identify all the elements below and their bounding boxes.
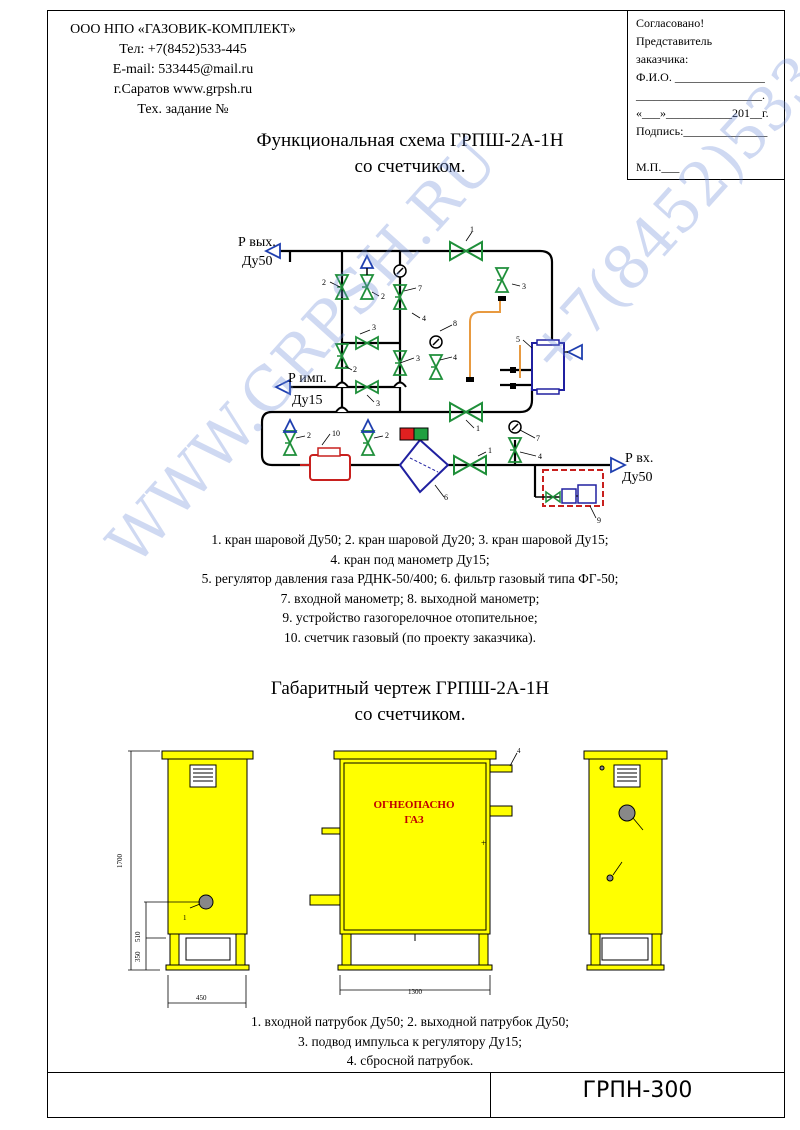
approval-box xyxy=(627,10,785,180)
approval-line: Ф.И.О. _______________ xyxy=(636,70,765,84)
drawing-title-line2: со счетчиком. xyxy=(354,704,466,725)
drawing-callout: 1 xyxy=(183,914,187,922)
p-in-dn: Ду50 xyxy=(622,470,653,485)
approval-line: М.П.___ xyxy=(636,160,680,174)
legend-line: 4. сбросной патрубок. xyxy=(346,1053,474,1068)
approval-line: заказчика: xyxy=(636,52,689,66)
callout: 9 xyxy=(597,516,601,525)
title-block-stamp xyxy=(490,1072,785,1118)
legend-line: 1. кран шаровой Ду50; 2. кран шаровой Ду… xyxy=(211,532,609,547)
legend-line: 9. устройство газогорелочное отопительно… xyxy=(282,610,538,625)
dim-height: 1700 xyxy=(116,854,124,869)
scheme-title: Функциональная схема ГРПШ-2А-1Н со счетч… xyxy=(140,128,680,180)
callout: 3 xyxy=(416,354,420,363)
callout: 4 xyxy=(538,452,542,461)
company-name: ООО НПО «ГАЗОВИК-КОМПЛЕКТ» xyxy=(70,22,296,37)
product-code: ГРПН-300 xyxy=(582,1078,693,1103)
dim-width: 1300 xyxy=(408,988,423,996)
callout: 2 xyxy=(322,278,326,287)
approval-line: Представитель xyxy=(636,34,713,48)
company-block: ООО НПО «ГАЗОВИК-КОМПЛЕКТ» Тел: +7(8452)… xyxy=(48,20,318,120)
callout: 2 xyxy=(385,431,389,440)
dim-depth: 450 xyxy=(196,994,207,1002)
callout: 1 xyxy=(488,446,492,455)
drawing-title-line1: Габаритный чертеж ГРПШ-2А-1Н xyxy=(270,678,550,699)
p-in-label: Р вх. xyxy=(625,451,653,466)
approval-line: «___»___________201__г. xyxy=(636,106,769,120)
company-site: г.Саратов www.grpsh.ru xyxy=(113,82,253,97)
drawing-title: Габаритный чертеж ГРПШ-2А-1Н со счетчико… xyxy=(140,676,680,728)
drawing-legend: 1. входной патрубок Ду50; 2. выходной па… xyxy=(110,1012,710,1071)
legend-line: 4. кран под манометр Ду15; xyxy=(330,551,490,567)
dim-base-height: 350 xyxy=(134,951,142,962)
scheme-title-line1: Функциональная схема ГРПШ-2А-1Н xyxy=(256,130,564,151)
approval-block: Согласовано! Представитель заказчика: Ф.… xyxy=(636,14,786,176)
callout: 1 xyxy=(476,424,480,433)
callout: 10 xyxy=(332,429,340,438)
title-block-divider xyxy=(47,1072,490,1073)
legend-line: 1. входной патрубок Ду50; 2. выходной па… xyxy=(251,1014,569,1029)
approval-line: _____________________. xyxy=(636,88,765,102)
dim-inlet-height: 510 xyxy=(134,931,142,942)
callout: 4 xyxy=(422,314,426,323)
callout: 7 xyxy=(418,284,422,293)
company-phone: Тел: +7(8452)533-445 xyxy=(119,42,247,57)
legend-line: 3. подвод импульса к регулятору Ду15; xyxy=(297,1033,523,1049)
svg-text:+: + xyxy=(481,838,486,848)
callout: 2 xyxy=(381,292,385,301)
company-email: E-mail: 533445@mail.ru xyxy=(112,62,254,77)
callout: 8 xyxy=(453,319,457,328)
p-imp-dn: Ду15 xyxy=(292,393,323,408)
scheme-legend: 1. кран шаровой Ду50; 2. кран шаровой Ду… xyxy=(110,530,710,647)
approval-line: Подпись:______________ xyxy=(636,124,768,138)
callout: 1 xyxy=(470,225,474,234)
callout: 2 xyxy=(307,431,311,440)
legend-line: 7. входной манометр; 8. выходной маномет… xyxy=(280,590,540,606)
legend-line: 5. регулятор давления газа РДНК-50/400; … xyxy=(201,571,619,586)
legend-line: 10. счетчик газовый (по проекту заказчик… xyxy=(283,629,537,645)
callout: 4 xyxy=(453,353,457,362)
p-out-dn: Ду50 xyxy=(242,254,273,269)
drawing-callout: 4 xyxy=(517,747,521,755)
p-imp-label: Р имп. xyxy=(288,371,327,386)
scheme-title-line2: со счетчиком. xyxy=(354,156,466,177)
callout: 2 xyxy=(353,365,357,374)
callout: 3 xyxy=(522,282,526,291)
tech-task: Тех. задание № xyxy=(137,102,229,117)
drawing-frame xyxy=(47,10,785,1118)
callout: 3 xyxy=(376,399,380,408)
callout: 5 xyxy=(516,335,520,344)
warning-line2: ГАЗ xyxy=(404,814,423,826)
warning-line1: ОГНЕОПАСНО xyxy=(373,799,454,811)
callout: 6 xyxy=(444,493,448,502)
approval-line: Согласовано! xyxy=(636,16,705,30)
callout: 7 xyxy=(536,434,540,443)
p-out-label: Р вых. xyxy=(238,235,276,250)
callout: 3 xyxy=(372,323,376,332)
